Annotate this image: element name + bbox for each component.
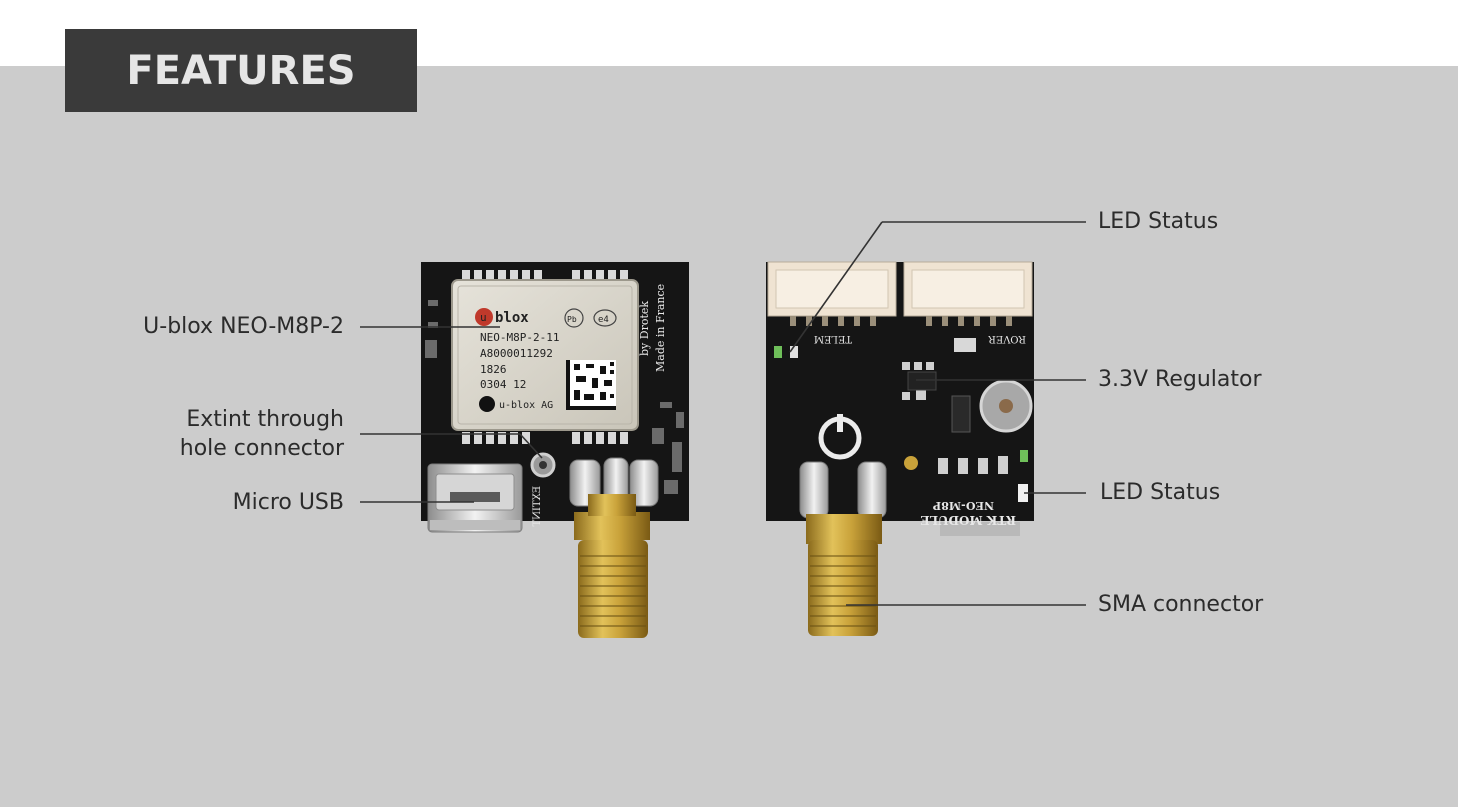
chip-brand: blox xyxy=(495,310,529,326)
silk-extint: EXTINT xyxy=(532,486,543,527)
callout-lines xyxy=(360,221,1086,606)
label-regulator: 3.3V Regulator xyxy=(1098,367,1262,392)
callout-line-extint-diag xyxy=(519,433,543,459)
label-extint-line1: Extint through xyxy=(186,407,344,432)
chip-e4-mark: e4 xyxy=(598,315,609,325)
silk-rtk-module: RTK MODULE xyxy=(921,513,1017,527)
label-led-status-bottom: LED Status xyxy=(1100,480,1221,505)
chip-line4: 0304 12 xyxy=(480,378,526,391)
back-smd-parts xyxy=(774,338,1028,502)
chip-serial: A8000011292 xyxy=(480,347,553,360)
chip-maker: u-blox AG xyxy=(499,400,553,411)
front-sma-connector xyxy=(569,457,659,638)
silk-by-drotek: by Drotek xyxy=(638,301,651,356)
front-top-pads xyxy=(462,270,628,282)
label-led-status-top: LED Status xyxy=(1098,209,1219,234)
silk-rover: ROVER xyxy=(988,333,1026,344)
jst-connector-telem xyxy=(767,261,897,326)
micro-usb-connector xyxy=(427,463,523,533)
front-smd-parts xyxy=(425,300,684,494)
jst-connector-rover xyxy=(903,261,1033,326)
front-module: u blox Pb e4 NEO-M8P-2-11 A8000011292 18… xyxy=(421,262,689,638)
back-module: TELEM ROVER RTK MODULE NEO-M8 xyxy=(766,261,1034,636)
label-ublox: U-blox NEO-M8P-2 xyxy=(143,314,344,339)
callout-line-led-top-diag xyxy=(789,221,883,353)
front-bottom-pads xyxy=(462,432,628,444)
features-header: FEATURES xyxy=(65,29,417,112)
silk-neo-m8p: NEO-M8P xyxy=(933,499,994,512)
ublox-chip: u blox Pb e4 NEO-M8P-2-11 A8000011292 18… xyxy=(451,279,639,431)
header-title: FEATURES xyxy=(126,47,356,94)
chip-pb-mark: Pb xyxy=(567,315,577,324)
silk-made-in-france: Made in France xyxy=(654,284,667,372)
silk-telem: TELEM xyxy=(814,333,852,344)
chip-model: NEO-M8P-2-11 xyxy=(480,331,559,344)
datamatrix-code xyxy=(566,360,616,410)
chip-line3: 1826 xyxy=(480,363,507,376)
back-sma-connector xyxy=(799,461,887,636)
background-band xyxy=(0,66,1458,807)
power-logo-icon xyxy=(818,414,862,460)
label-micro-usb: Micro USB xyxy=(232,490,344,515)
label-extint-line2: hole connector xyxy=(179,436,344,461)
chip-brand-prefix: u xyxy=(480,311,487,324)
label-sma-connector: SMA connector xyxy=(1098,592,1264,617)
